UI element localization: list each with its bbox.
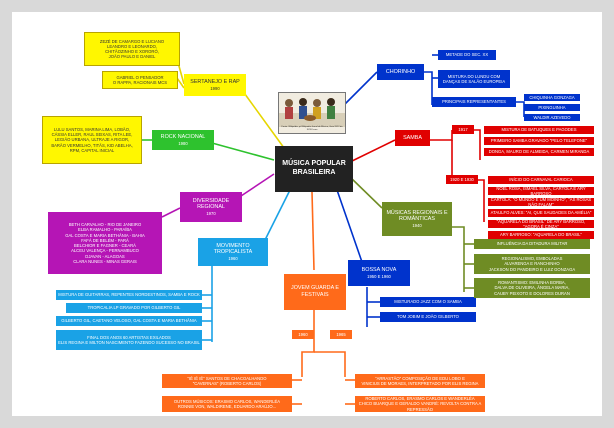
regionais-item: ROMANTISMO: EMILINHA BORBA, DALVA DE OLI… <box>474 278 590 298</box>
jovem-guarda-node: JOVEM GUARDA E FESTIVAIS <box>284 274 346 310</box>
musicians-illustration-icon <box>279 98 345 127</box>
rock-node: ROCK NACIONAL 1980 <box>152 130 214 150</box>
regionais-item: REGIONALISMO, EMBOLADAS ALVARENGA E RANC… <box>474 254 590 274</box>
samba-item-1917: MISTURA DE BATUQUES E PAGODES <box>484 126 594 134</box>
chorinho-item: MISTURA DO LUNDU COM DANÇAS DE SALÃO EUR… <box>438 70 510 88</box>
samba-node: SAMBA <box>395 130 430 146</box>
sertanejo-node: SERTANEJO E RAP 1990 <box>184 74 246 96</box>
samba-item-1920: CARTOLA: "O MUNDO É UM MOINHO", "AS ROSA… <box>488 198 594 206</box>
samba-year-1920: 1920 E 1930 <box>446 175 478 184</box>
samba-item-1920: ARY BARROSO: "AQUARELA DO BRASIL" <box>488 231 594 239</box>
chorinho-representative: PIXINGUINHA <box>524 104 580 111</box>
sertanejo-rap-box: GABRIEL O PENSADOR O RAPPA, RACIONAIS MC… <box>102 71 178 89</box>
diversidade-node: DIVERSIDADE REGIONAL 1970 <box>180 192 242 222</box>
chorinho-node: CHORINHO <box>377 64 424 80</box>
sertanejo-artists-box: ZEZÉ DE CAMARGO E LUCIANO LEANDRO E LEON… <box>84 32 180 66</box>
center-caption: Fonte: Wikipédia, pt.Wikipedia.Jornal de… <box>281 126 343 131</box>
samba-item-1917: DONGA, MAURO DE ALMEIDA, CARMEN MIRANDA <box>484 148 594 156</box>
samba-year-1917: 1917 <box>452 125 474 134</box>
jovem-guarda-right-item: "ARRASTÃO" COMPOSIÇÃO DE EDU LOBO E VINI… <box>355 374 485 388</box>
tropicalista-item: FINAL DOS ANOS 60 ARTISTAS EXILADOS ELIS… <box>56 330 202 350</box>
regionais-node: MÚSICAS REGIONAIS E ROMÂNTICAS 1940 <box>382 202 452 236</box>
tropicalista-item: GILBERTO GIL, CAETANO VELOSO, GAL COSTA … <box>56 316 202 326</box>
bossa-nova-item: TOM JOBIM E JOÃO GILBERTO <box>380 312 476 322</box>
jovem-guarda-year-1960: 1960 <box>292 330 314 339</box>
mind-map-sheet: Fonte: Wikipédia, pt.Wikipedia.Jornal de… <box>12 12 602 416</box>
jovem-guarda-year-1965: 1965 <box>330 330 352 339</box>
samba-item-1920: "AQUARELA DO BRASIL" DE ARY BARROSO, "AG… <box>488 220 594 228</box>
regionais-item: INFLUÊNCIA DA DITADURA MILITAR <box>474 239 590 249</box>
center-illustration: Fonte: Wikipédia, pt.Wikipedia.Jornal de… <box>278 92 346 134</box>
jovem-guarda-right-item: ROBERTO CARLOS, ERASMO CARLOS E WANDERLÉ… <box>355 396 485 412</box>
tropicalista-item: MISTURA DE GUITARRAS, REPENTES NORDESTIN… <box>56 290 202 300</box>
chorinho-representative: WALDIR AZEVEDO <box>524 114 580 121</box>
jovem-guarda-left-item: "IÊ IÊ IÊ" SANTOS DE CHACOALHANDO "CAVER… <box>162 374 292 388</box>
chorinho-item: PRINCIPAIS REPRESENTANTES <box>432 97 516 107</box>
tropicalista-node: MOVIMENTO TROPICALISTA 1960 <box>198 238 268 266</box>
bossa-nova-item: MISTURADO JAZZ COM O SAMBA <box>380 297 476 307</box>
samba-item-1920: ATAULFO ALVES: "AI, QUE SAUDADES DA AMÉL… <box>488 209 594 217</box>
connector-lines <box>142 54 525 405</box>
samba-item-1917: PRIMEIRO SAMBA GRAVADO "PELO TELEFONE" <box>484 137 594 145</box>
diversidade-artists-box: BETH CARVALHO - RIO DE JANEIRO ELBA RAMA… <box>48 212 162 274</box>
center-title: MÚSICA POPULAR BRASILEIRA <box>275 146 353 192</box>
samba-item-1920: NOEL ROSA, ISMAEL SILVA, CARTOLA E ARY B… <box>488 187 594 195</box>
rock-artists-box: LULU SANTOS, MARINA LIMA, LOBÃO, CÁSSIA … <box>42 116 142 164</box>
chorinho-item: METADE DO SEC. XX <box>438 50 496 60</box>
bossa-nova-node: BOSSA NOVA 1950 E 1960 <box>348 260 410 286</box>
jovem-guarda-left-item: OUTROS MÚSICOS: ERASMO CARLOS, WANDERLÉA… <box>162 396 292 412</box>
chorinho-representative: CHIQUINHA GONZAGA <box>524 94 580 101</box>
samba-item-1920: INÍCIO DO CARNAVAL CARIOCA <box>488 176 594 184</box>
tropicalista-item: TROPICALIA LP GRAVADO POR GILBERTO GIL <box>66 303 202 313</box>
